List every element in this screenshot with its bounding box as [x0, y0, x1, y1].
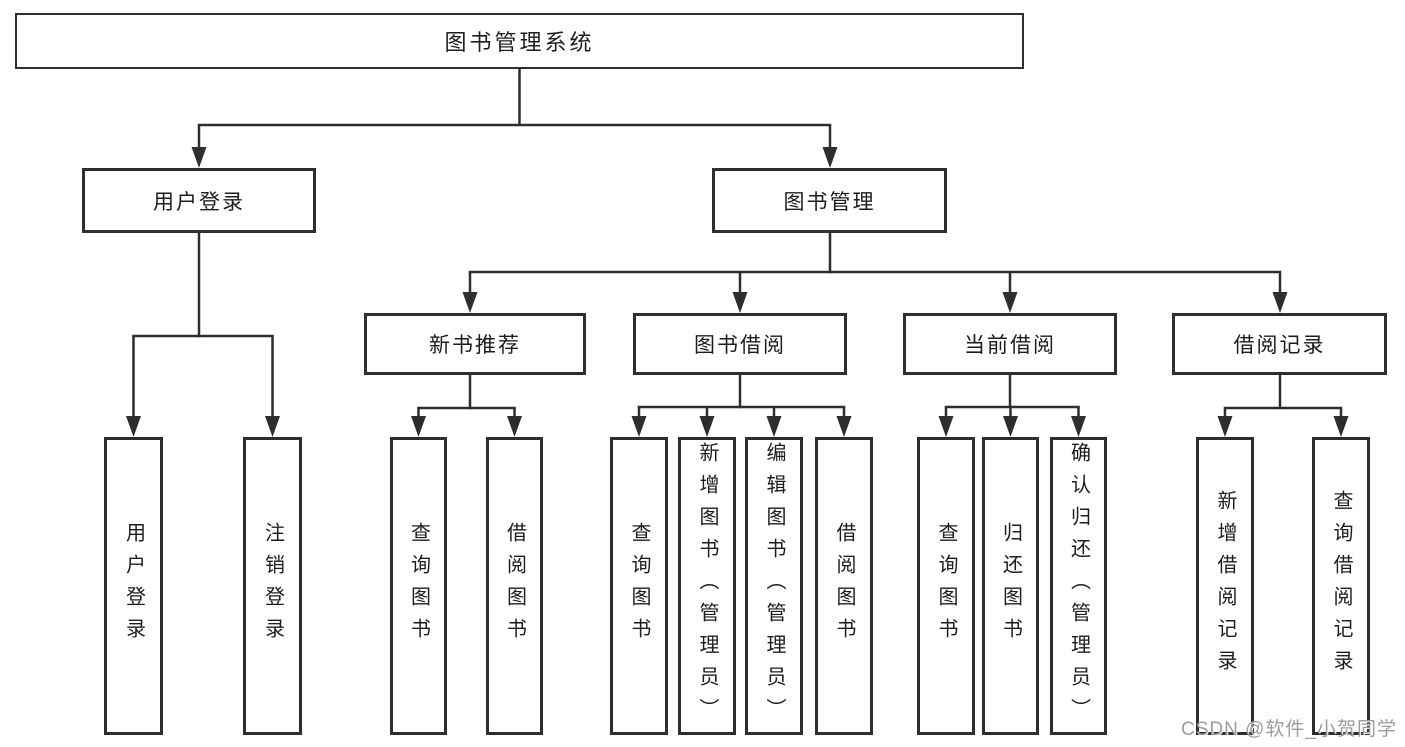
node-label: 图书管理 [783, 190, 876, 214]
leaf-query-borrow-record: 查询借阅记录 [1312, 437, 1370, 735]
leaf-label: 注销登录 [261, 522, 284, 650]
leaf-logout: 注销登录 [243, 437, 302, 735]
leaf-confirm-return-admin: 确认归还（管理员） [1050, 437, 1107, 735]
node-book-management: 图书管理 [712, 168, 947, 233]
leaf-label: 借阅图书 [503, 522, 526, 650]
leaf-label: 查询图书 [935, 522, 957, 650]
leaf-label: 编辑图书（管理员） [763, 442, 785, 730]
node-book-borrowing: 图书借阅 [633, 313, 847, 375]
node-new-book-recommend: 新书推荐 [364, 313, 586, 375]
node-library-management-system: 图书管理系统 [15, 13, 1024, 69]
leaf-label: 新增借阅记录 [1214, 490, 1236, 682]
leaf-edit-books-admin: 编辑图书（管理员） [745, 437, 803, 735]
node-borrowing-records: 借阅记录 [1172, 313, 1387, 375]
node-label: 图书借阅 [694, 334, 786, 357]
leaf-add-borrow-record: 新增借阅记录 [1196, 437, 1254, 735]
leaf-label: 新增图书（管理员） [696, 442, 718, 730]
leaf-query-books-recommend: 查询图书 [390, 437, 447, 735]
leaf-label: 查询图书 [407, 522, 430, 650]
node-current-borrowing: 当前借阅 [903, 313, 1117, 375]
leaf-label: 查询图书 [628, 522, 650, 650]
leaf-label: 归还图书 [999, 522, 1022, 650]
leaf-label: 用户登录 [122, 522, 145, 650]
leaf-borrow-books-recommend: 借阅图书 [486, 437, 543, 735]
leaf-query-books-current: 查询图书 [917, 437, 975, 735]
leaf-label: 借阅图书 [833, 522, 855, 650]
node-user-login: 用户登录 [82, 168, 316, 233]
leaf-borrow-books: 借阅图书 [815, 437, 873, 735]
leaf-label: 查询借阅记录 [1330, 490, 1352, 682]
node-label: 新书推荐 [429, 334, 521, 357]
node-label: 当前借阅 [964, 334, 1056, 357]
leaf-user-login: 用户登录 [104, 437, 163, 735]
node-label: 图书管理系统 [444, 30, 595, 55]
node-label: 借阅记录 [1233, 334, 1326, 357]
leaf-query-books-borrow: 查询图书 [610, 437, 668, 735]
node-label: 用户登录 [153, 190, 245, 214]
leaf-add-books-admin: 新增图书（管理员） [678, 437, 736, 735]
leaf-return-books: 归还图书 [982, 437, 1039, 735]
leaf-label: 确认归还（管理员） [1067, 442, 1090, 730]
